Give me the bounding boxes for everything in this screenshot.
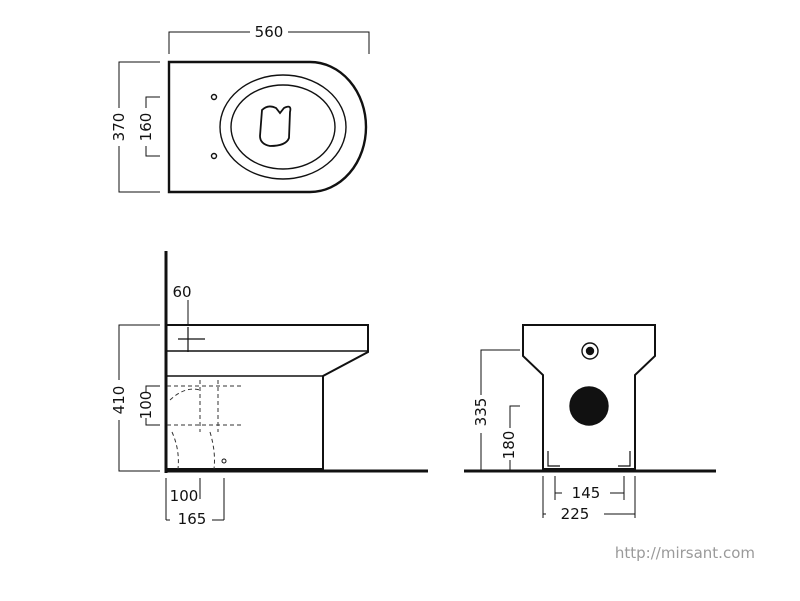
dim-bolt-offset-label: 60: [172, 283, 191, 301]
dim-fixing-spacing-label: 160: [137, 113, 155, 142]
side-fixing-point: [221, 458, 227, 464]
dim-base-offset-label: 165: [178, 510, 207, 528]
side-view-hidden-lines: [167, 380, 242, 470]
dim-depth-label: 370: [110, 113, 128, 142]
bowl-outer-ring: [219, 74, 347, 180]
side-view: [164, 251, 428, 473]
fixing-hole-bottom: [210, 152, 218, 160]
inlet-ring: [581, 342, 599, 360]
dim-front-height-label: 335: [472, 398, 490, 427]
dim-outlet-height-label: 100: [137, 391, 155, 420]
watermark-url: http://mirsant.com: [615, 544, 755, 562]
dim-width-label: 560: [255, 23, 284, 41]
outlet-disc: [569, 386, 609, 426]
side-view-dimensions: [118, 300, 225, 521]
fixing-bracket-right: [618, 451, 631, 467]
top-view-outline: [167, 60, 368, 194]
front-body-outline: [522, 324, 656, 470]
inlet-center: [585, 346, 595, 356]
dim-height-label: 410: [110, 386, 128, 415]
top-view: [167, 60, 368, 194]
top-view-dimensions: [118, 31, 370, 193]
dim-outlet-offset-label: 100: [170, 487, 199, 505]
bowl-inner-ring: [230, 84, 336, 170]
front-view-dimensions: [480, 349, 636, 518]
fixing-hole-top: [210, 93, 218, 101]
dim-inlet-height-label: 180: [500, 431, 518, 460]
side-body-outline: [167, 324, 369, 470]
dim-base-width-label: 225: [561, 505, 590, 523]
dim-fixing-width-label: 145: [572, 484, 601, 502]
bowl-drain: [259, 105, 292, 147]
fixing-bracket-left: [547, 451, 560, 467]
